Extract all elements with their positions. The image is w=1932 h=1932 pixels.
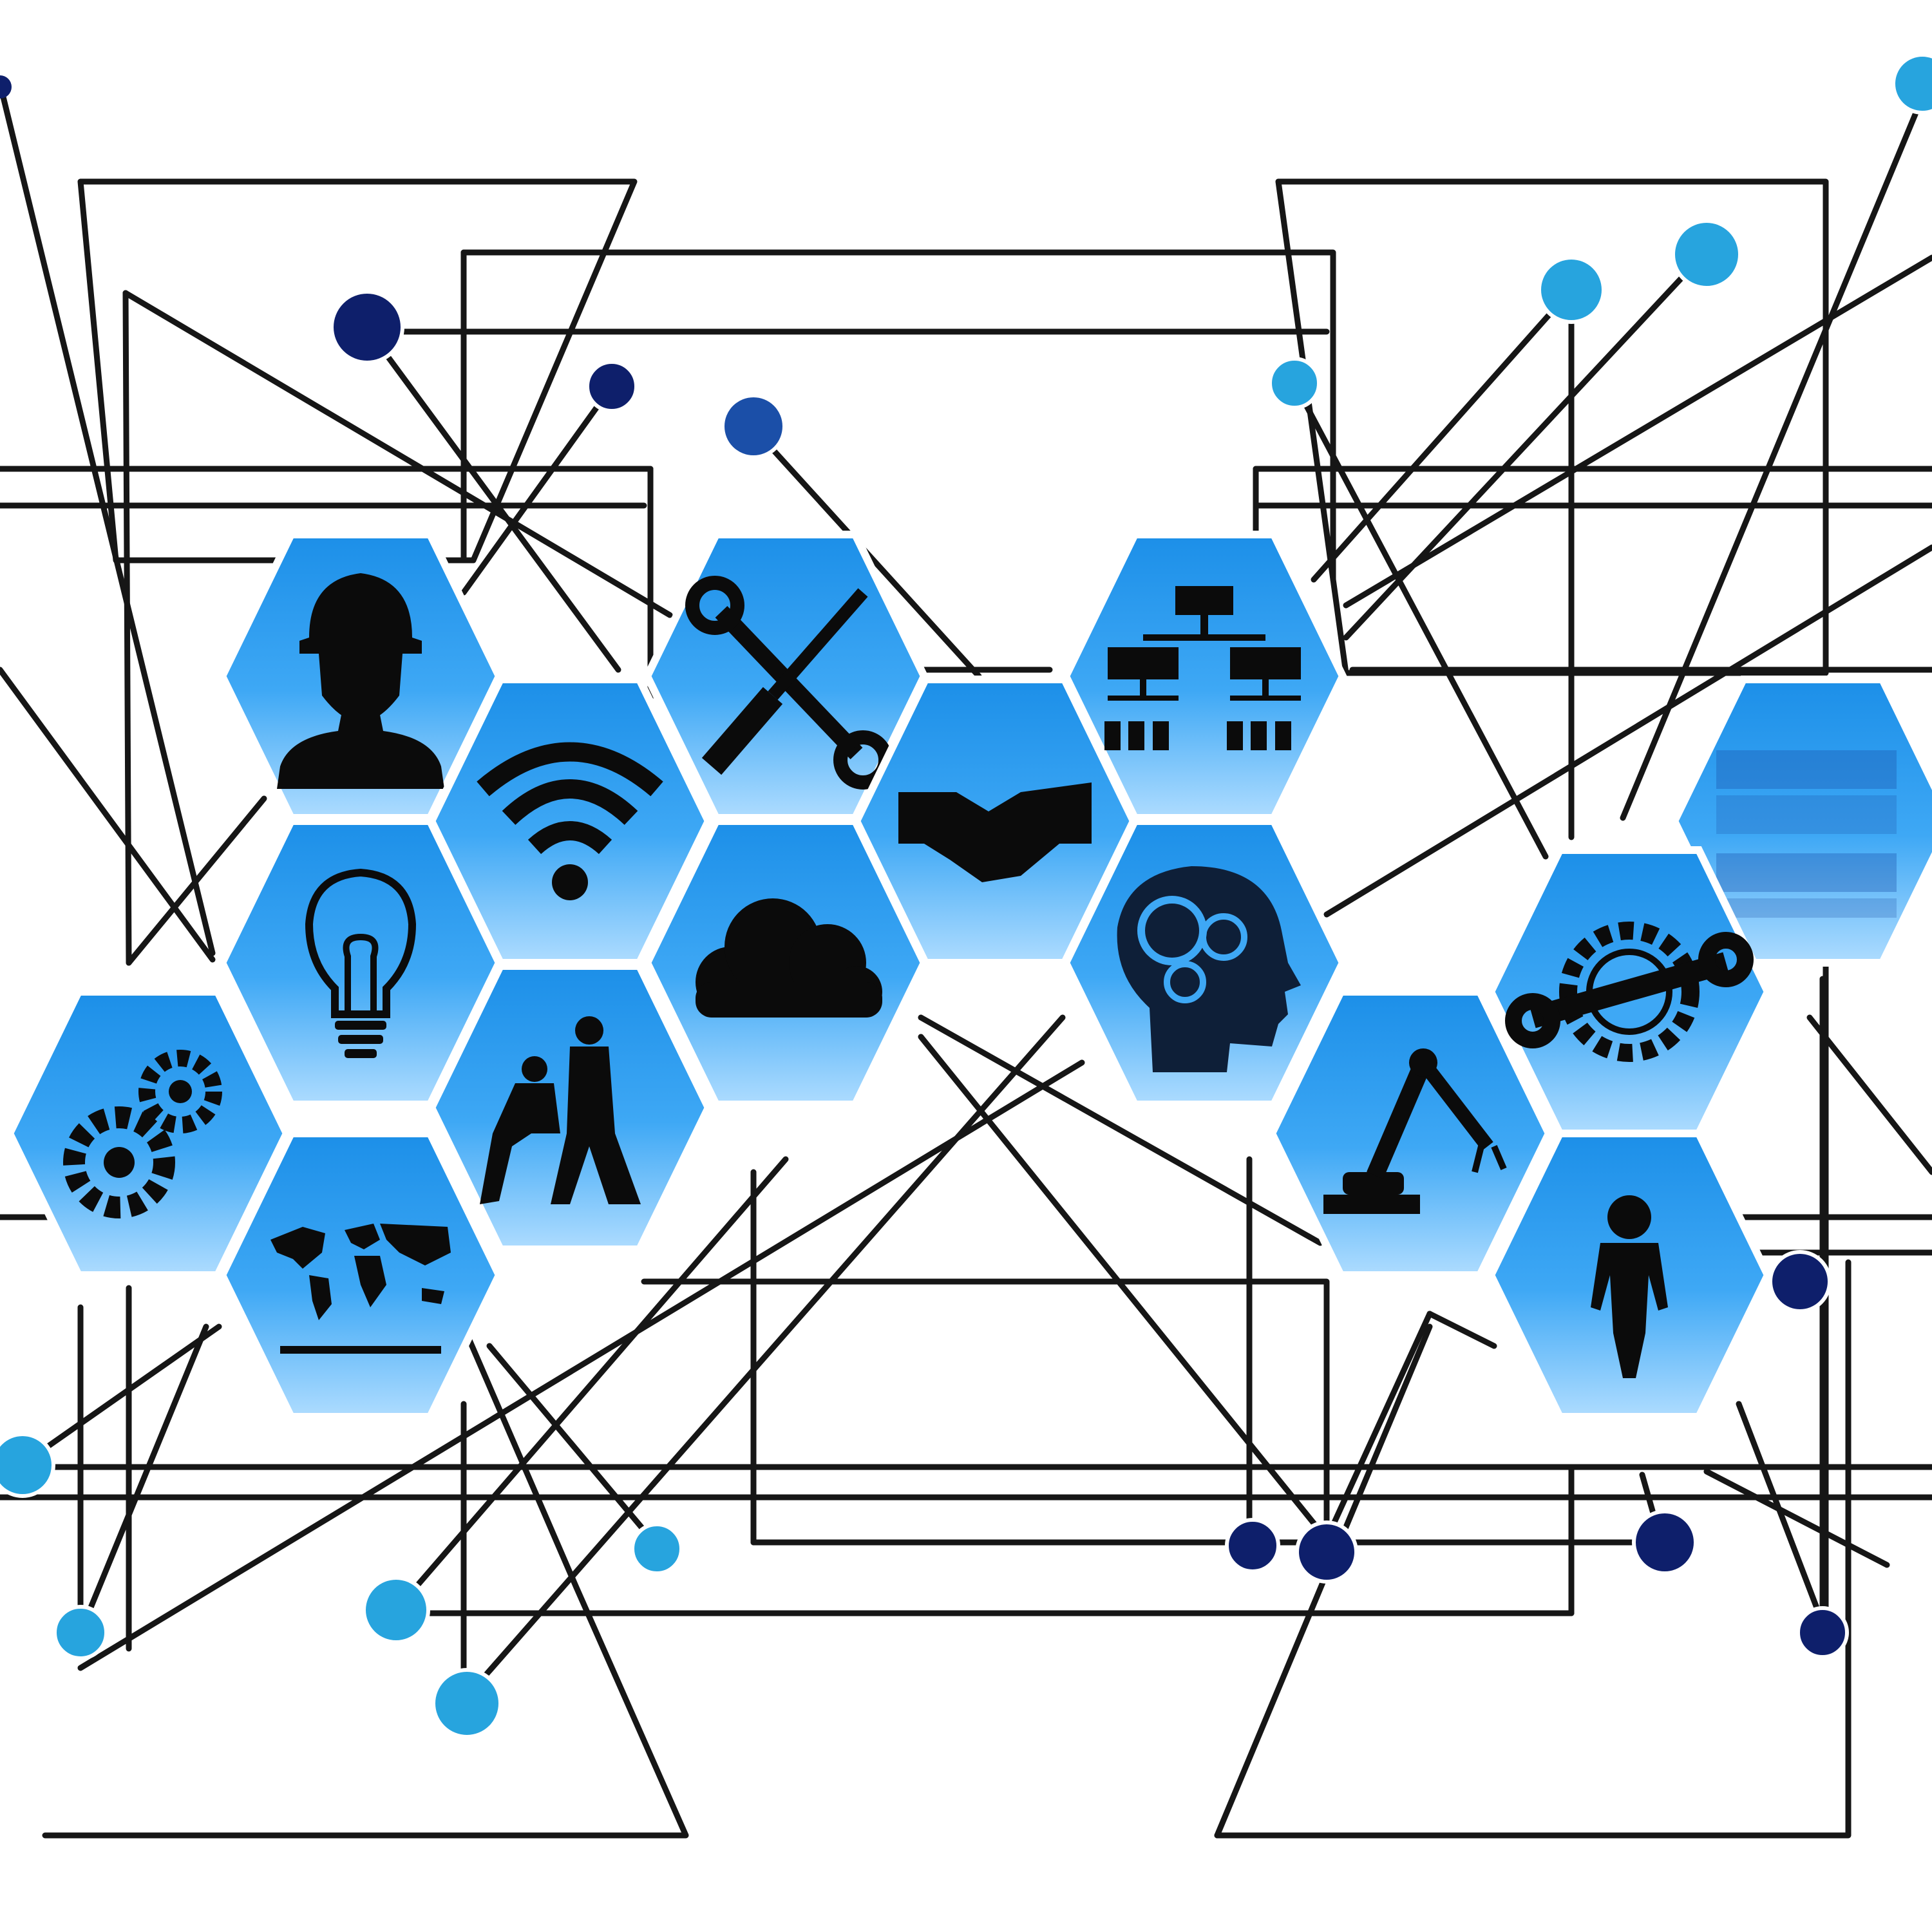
node-light-2	[1537, 256, 1605, 324]
wire-diag-6	[364, 325, 621, 673]
node-light-6	[53, 1605, 108, 1660]
wire-diag-1	[0, 80, 216, 956]
wire-diag-5	[126, 795, 267, 966]
wire-diag-10	[1311, 287, 1575, 583]
world-map-icon	[270, 1224, 451, 1354]
wire-diag-14	[1323, 544, 1932, 918]
wrench-screwdriver-icon	[685, 576, 893, 790]
hexagon-cluster	[5, 531, 1932, 1421]
worker-helmet-icon	[277, 573, 444, 789]
wire-funnel-bottom-left	[42, 1323, 689, 1839]
wire-diag-3	[122, 290, 673, 618]
wire-diag-9	[1291, 380, 1549, 860]
wifi-icon	[477, 742, 663, 900]
node-dark-7	[1225, 1518, 1280, 1573]
node-light-4	[1891, 53, 1932, 115]
hexagon-lightbulb	[218, 817, 504, 1108]
hexagon-person	[1486, 1130, 1772, 1421]
hexagon-cloud	[643, 817, 929, 1108]
hexagon-team	[427, 962, 713, 1253]
node-light-3	[1671, 219, 1742, 290]
wire-diag-23	[1323, 1311, 1433, 1542]
wire-funnel-top-right	[1275, 178, 1829, 676]
hexagon-head	[1061, 817, 1347, 1108]
wire-diag-20	[486, 1343, 660, 1549]
wire-diag-16	[77, 1323, 209, 1636]
handshake-icon	[898, 782, 1092, 882]
wire-diag-18	[393, 1156, 789, 1613]
wire-diag-4	[122, 290, 132, 966]
wire-diag-17	[77, 1059, 1085, 1671]
node-dark-8	[1295, 1520, 1358, 1584]
wire-diag-11	[1343, 248, 1710, 641]
hexagon-gears	[5, 988, 291, 1279]
wire-diag-22	[918, 1014, 1323, 1246]
node-dark-3	[0, 75, 12, 99]
wire-diag-2	[0, 667, 216, 963]
wire-rail-15	[641, 1278, 1330, 1542]
binary-code-icon	[1716, 750, 1897, 918]
wire-diag-15	[23, 1323, 222, 1465]
gears-icon	[63, 1050, 222, 1218]
node-mid-1	[721, 393, 786, 459]
wire-diag-13	[1620, 71, 1932, 821]
wire-diag-24	[1426, 1311, 1497, 1349]
node-light-1	[1268, 357, 1321, 410]
node-dark-1	[330, 290, 404, 365]
robot-arm-icon	[1323, 1048, 1507, 1214]
node-dark-5	[1632, 1510, 1698, 1575]
wire-diag-19	[460, 1014, 1066, 1703]
node-dark-6	[1796, 1606, 1849, 1659]
hexagon-world-map	[218, 1130, 504, 1421]
wire-diag-26	[1736, 1401, 1826, 1626]
team-icon	[480, 1016, 641, 1204]
org-chart-icon	[1104, 586, 1301, 750]
lightbulb-icon	[305, 868, 417, 1058]
node-light-8	[431, 1668, 502, 1739]
hexagon-robot-arm	[1267, 988, 1553, 1279]
head-gears-icon	[1117, 866, 1301, 1072]
wire-diag-12	[1343, 254, 1932, 609]
person-icon	[1591, 1195, 1668, 1378]
hexagon-wifi	[427, 676, 713, 967]
node-dark-4	[1768, 1250, 1832, 1313]
node-light-7	[362, 1576, 430, 1644]
node-light-9	[630, 1522, 683, 1575]
gear-wrench-icon	[1505, 922, 1754, 1062]
wire-diag-27	[1703, 1468, 1890, 1568]
node-light-5	[0, 1432, 55, 1498]
hexagon-binary	[1670, 676, 1932, 967]
wire-diag-21	[918, 1034, 1330, 1542]
cloud-icon	[696, 898, 882, 1018]
hexagon-tools	[643, 531, 929, 822]
network-nodes	[0, 53, 1932, 1739]
wire-rail-12	[460, 249, 1336, 583]
hexagon-gear-wrench	[1486, 846, 1772, 1137]
wire-funnel-bottom-right	[1214, 1259, 1852, 1839]
network-wires	[0, 71, 1932, 1839]
wire-diag-7	[460, 383, 615, 596]
node-dark-2	[585, 360, 638, 413]
wire-diag-28	[1806, 1014, 1932, 1175]
wire-funnel-top-left	[77, 178, 638, 564]
